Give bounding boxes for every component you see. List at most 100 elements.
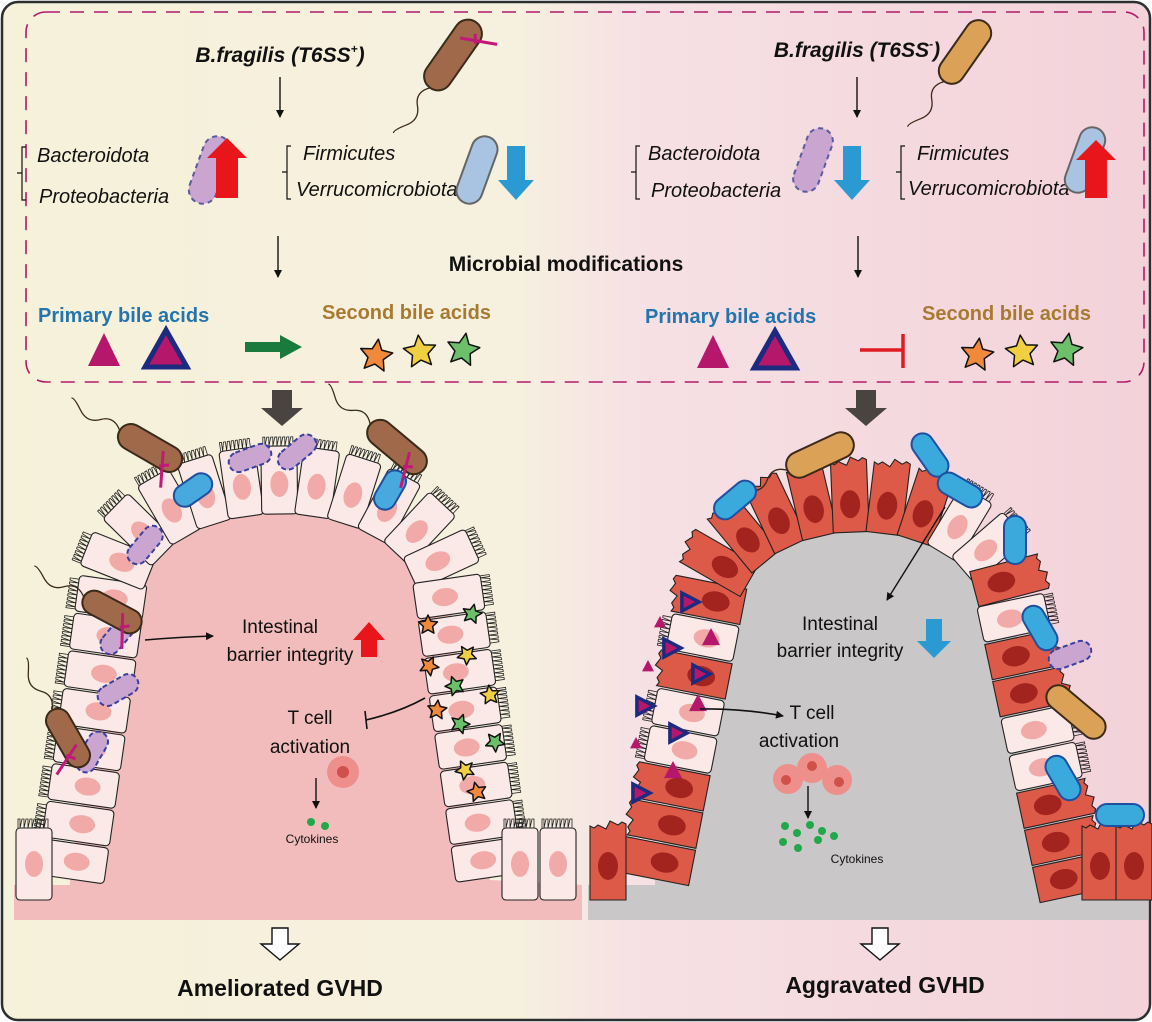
firmicutes-icon	[455, 135, 499, 205]
cell-nucleus	[453, 738, 480, 757]
damaged-epithelial-cell	[632, 761, 711, 812]
primary-bile-acid-icon	[702, 628, 720, 646]
bacterium-icon	[227, 442, 273, 474]
epithelial-cell	[32, 800, 115, 847]
primary-bile-acid-icon	[642, 660, 654, 672]
secondary-bile-acid-stars	[359, 332, 481, 372]
cell-nucleus	[803, 495, 824, 523]
cell-nucleus	[650, 852, 679, 873]
bacterium-body	[713, 479, 757, 521]
left-outcome-label: Ameliorated GVHD	[177, 975, 383, 1001]
bile-acid-star-icon	[419, 656, 440, 677]
big-down-arrow-icon	[845, 390, 887, 426]
microbiota-panel-border	[25, 11, 1145, 383]
microvilli	[97, 489, 126, 518]
outcome-arrow-icon	[859, 927, 901, 961]
cell-nucleus	[425, 551, 451, 572]
cell-nucleus	[1049, 868, 1078, 890]
taxon-label: Verrucomicrobiota	[296, 179, 458, 201]
damaged-epithelial-cell	[829, 456, 870, 534]
bracket	[17, 146, 26, 201]
damaged-epithelial-cell	[678, 528, 759, 598]
bracket	[631, 145, 640, 200]
epithelial-cell	[445, 799, 527, 845]
cytokine-dot	[794, 844, 802, 852]
cell-nucleus	[25, 851, 43, 877]
cell-nucleus	[658, 815, 686, 836]
bacterium-icon	[34, 565, 143, 649]
microvilli	[507, 762, 522, 794]
epithelial-cell	[15, 818, 53, 901]
tcell-label-line2: activation	[759, 731, 839, 752]
cell-nucleus	[85, 702, 112, 721]
bacterium-body	[276, 433, 318, 471]
bile-acid-star-icon	[479, 684, 500, 705]
damaged-epithelial-cell	[589, 820, 627, 901]
barrier-label-line1: Intestinal	[802, 614, 878, 635]
primary-bile-acid-bordered-triangle-icon	[749, 325, 801, 371]
cytokine-dot	[321, 822, 329, 830]
bacterium-body	[936, 471, 984, 509]
microvilli	[348, 444, 381, 464]
cell-nucleus	[1041, 831, 1070, 853]
bacterium-icon	[907, 19, 993, 127]
damaged-epithelial-cell	[625, 798, 704, 849]
tcell-label-line2: activation	[270, 737, 350, 758]
cell-nucleus	[671, 741, 698, 760]
primary-bile-acid-icon	[664, 761, 682, 779]
bacterium-body	[1047, 639, 1093, 671]
bacterium-body	[366, 418, 428, 476]
bacterium-body	[1021, 604, 1059, 652]
bacterium-icon	[455, 135, 499, 205]
microvilli	[496, 686, 511, 719]
microvilli	[491, 649, 505, 682]
primary-bile-acid-icon	[631, 781, 654, 805]
inhibition-icon	[364, 697, 426, 730]
microvilli	[541, 818, 573, 829]
cell-nucleus	[711, 555, 739, 579]
epithelial-cell	[27, 838, 109, 884]
bile-acid-star-icon	[444, 675, 465, 697]
cell-nucleus	[432, 587, 458, 607]
bacterium-icon	[792, 127, 834, 193]
microvilli	[262, 436, 294, 447]
t6ss-spike-icon	[55, 743, 78, 776]
decrease-arrow-icon	[498, 146, 534, 200]
outcome-arrow-icon	[259, 927, 301, 961]
bacterium-body	[1095, 803, 1145, 827]
primary-bile-acid-icon	[691, 662, 714, 686]
microvilli	[656, 615, 673, 648]
bacterium-icon	[26, 657, 91, 776]
bacterium-icon	[1047, 639, 1093, 671]
bacterium-body	[937, 19, 993, 85]
bacterium-icon	[96, 673, 140, 707]
cytokine-dot	[781, 822, 789, 830]
cytokine-dot	[793, 829, 801, 837]
epithelial-cell	[71, 531, 156, 590]
primary-bile-acid-icon	[680, 590, 703, 614]
cell-nucleus	[1009, 683, 1038, 704]
barrier-label-line2: barrier integrity	[777, 641, 904, 662]
epithelial-cell	[429, 686, 511, 732]
primary-bile-acid-icon	[654, 616, 666, 628]
t-cell-nucleus	[807, 761, 817, 771]
cell-nucleus	[1002, 646, 1030, 667]
second-bile-acids-label: Second bile acids	[922, 303, 1091, 325]
damaged-epithelial-cell	[865, 458, 911, 537]
primary-bile-acids-label: Primary bile acids	[38, 305, 209, 327]
bacterium-t6ss-negative-icon	[907, 19, 993, 127]
damaged-epithelial-cell	[969, 553, 1051, 608]
epithelial-cell	[38, 763, 120, 809]
bacterium-body	[96, 673, 140, 707]
cell-nucleus	[840, 490, 861, 519]
microvilli	[71, 531, 92, 564]
damaged-epithelial-cell	[1081, 820, 1119, 901]
bacterium-body	[81, 589, 143, 635]
t6ss-spike-icon	[399, 451, 414, 489]
cell-nucleus	[997, 609, 1023, 628]
flagellum	[392, 87, 431, 134]
bacterium-icon	[1003, 515, 1027, 565]
microvilli	[17, 818, 49, 829]
flagellum	[907, 80, 945, 127]
bacterium-icon	[1044, 754, 1082, 802]
